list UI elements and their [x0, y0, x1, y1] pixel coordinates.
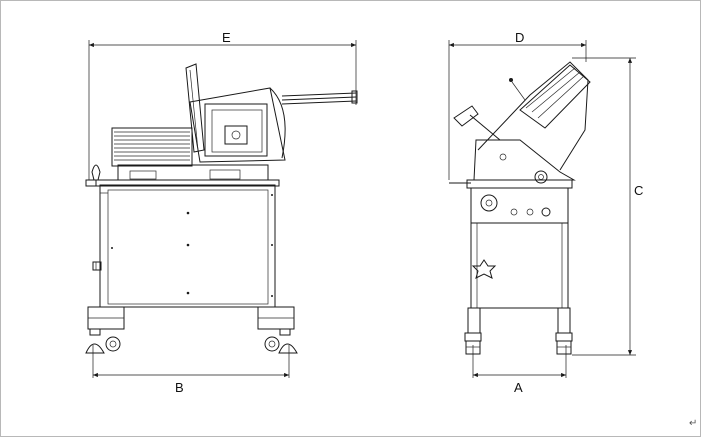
dimension-b: B — [93, 372, 289, 395]
dimension-e: E — [89, 30, 356, 48]
side-view — [448, 40, 636, 378]
star-mark — [471, 259, 497, 279]
side-cabinet — [470, 222, 569, 309]
dimension-a: A — [473, 372, 566, 395]
dimension-c-label: C — [634, 183, 643, 198]
dimension-c: C — [627, 58, 643, 355]
dimension-e-label: E — [222, 30, 231, 45]
front-view — [85, 40, 358, 378]
dimension-b-label: B — [175, 380, 184, 395]
dimension-a-label: A — [514, 380, 523, 395]
dimension-d-label: D — [515, 30, 524, 45]
paragraph-mark: ↵ — [689, 418, 697, 429]
front-cabinet — [99, 184, 276, 308]
dimension-d: D — [449, 30, 586, 48]
